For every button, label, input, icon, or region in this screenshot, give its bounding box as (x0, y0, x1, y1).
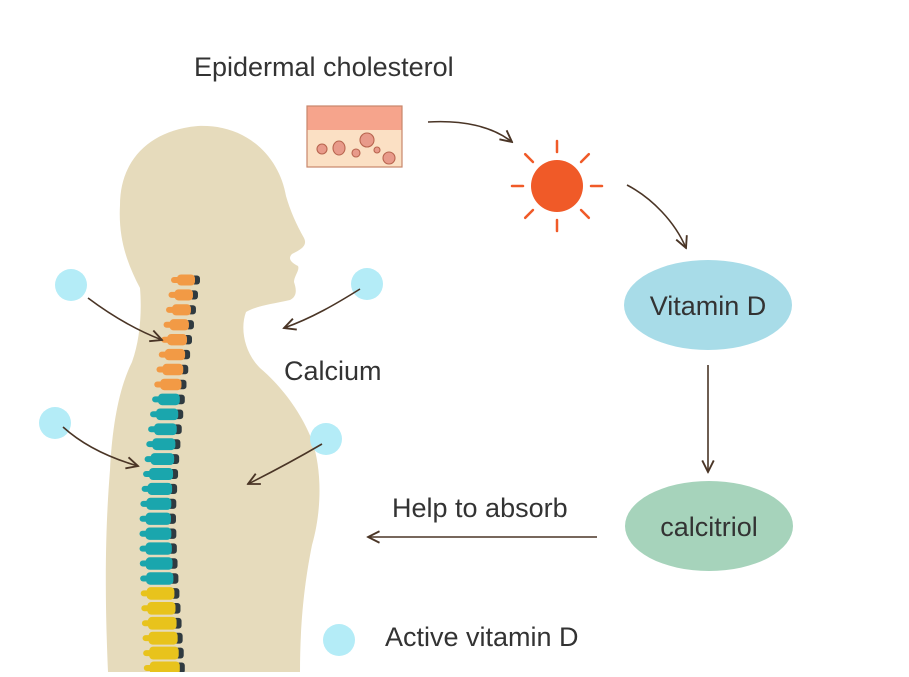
legend-active-vitamin-d-label: Active vitamin D (385, 622, 579, 652)
vertebra (149, 646, 179, 660)
human-silhouette (105, 125, 320, 672)
active-vitamin-d-dot (351, 268, 383, 300)
skin-outline (306, 105, 403, 168)
arrow-calcium-neck-right (284, 288, 361, 328)
vitamin-d-ellipse (624, 260, 792, 350)
vertebra (158, 393, 180, 406)
vertebra (147, 616, 177, 630)
vertebra (148, 631, 178, 645)
vertebra (146, 587, 175, 600)
vertebra (146, 497, 172, 510)
vertebra (145, 512, 171, 525)
arrow-calcium-back (62, 426, 138, 466)
vertebra (169, 319, 189, 331)
active-vitamin-d-dot (39, 407, 71, 439)
epidermal-cholesterol-label: Epidermal cholesterol (194, 52, 454, 82)
arrow-calcium-neck-left (87, 297, 162, 340)
skin-cell (316, 143, 328, 155)
vertebra (156, 408, 179, 421)
vertebra (167, 334, 187, 346)
skin-cell (359, 132, 375, 148)
sun-core (531, 160, 583, 212)
vertebra (147, 601, 176, 615)
calcitriol-node: calcitriol (625, 481, 793, 571)
sun-ray (579, 208, 591, 220)
vertebra (154, 423, 177, 436)
vertebra (172, 304, 191, 316)
vertebra (150, 453, 175, 466)
vertebra (147, 482, 173, 495)
vertebra (149, 661, 180, 675)
vertebra (149, 468, 174, 480)
vertebra (145, 527, 172, 540)
sun-icon (510, 139, 604, 233)
calcium-label: Calcium (284, 356, 382, 386)
skin-cell (382, 151, 396, 165)
sun-ray (523, 208, 535, 220)
vertebra (152, 438, 176, 451)
arrow-sun-to-vitamin-d (626, 184, 686, 248)
arrow-calcium-chest (248, 443, 323, 484)
skin-top-layer (307, 106, 402, 130)
vertebra (177, 274, 195, 286)
active-vitamin-d-dot (310, 423, 342, 455)
vitamin-d-label: Vitamin D (650, 291, 767, 321)
skin-cell (332, 140, 346, 156)
skin-cell (373, 146, 381, 154)
sun-ray (523, 152, 535, 164)
vertebra (145, 557, 173, 570)
help-to-absorb-label: Help to absorb (392, 493, 568, 523)
vertebra (145, 542, 172, 555)
active-vitamin-d-dot (55, 269, 87, 301)
legend-dot (323, 624, 355, 656)
vertebra (174, 289, 193, 301)
skin-layer-icon (306, 105, 403, 168)
vertebra (162, 363, 184, 376)
vertebra (160, 378, 182, 391)
skin-cells (316, 132, 396, 165)
skin-cell (351, 148, 361, 158)
arrow-skin-to-sun (427, 120, 512, 142)
vertebra (146, 572, 174, 585)
sun-ray (579, 152, 591, 164)
vertebra (164, 348, 186, 361)
spine-icon (139, 274, 200, 675)
vitamin-d-node: Vitamin D (624, 260, 792, 350)
calcitriol-ellipse (625, 481, 793, 571)
calcitriol-label: calcitriol (660, 512, 758, 542)
